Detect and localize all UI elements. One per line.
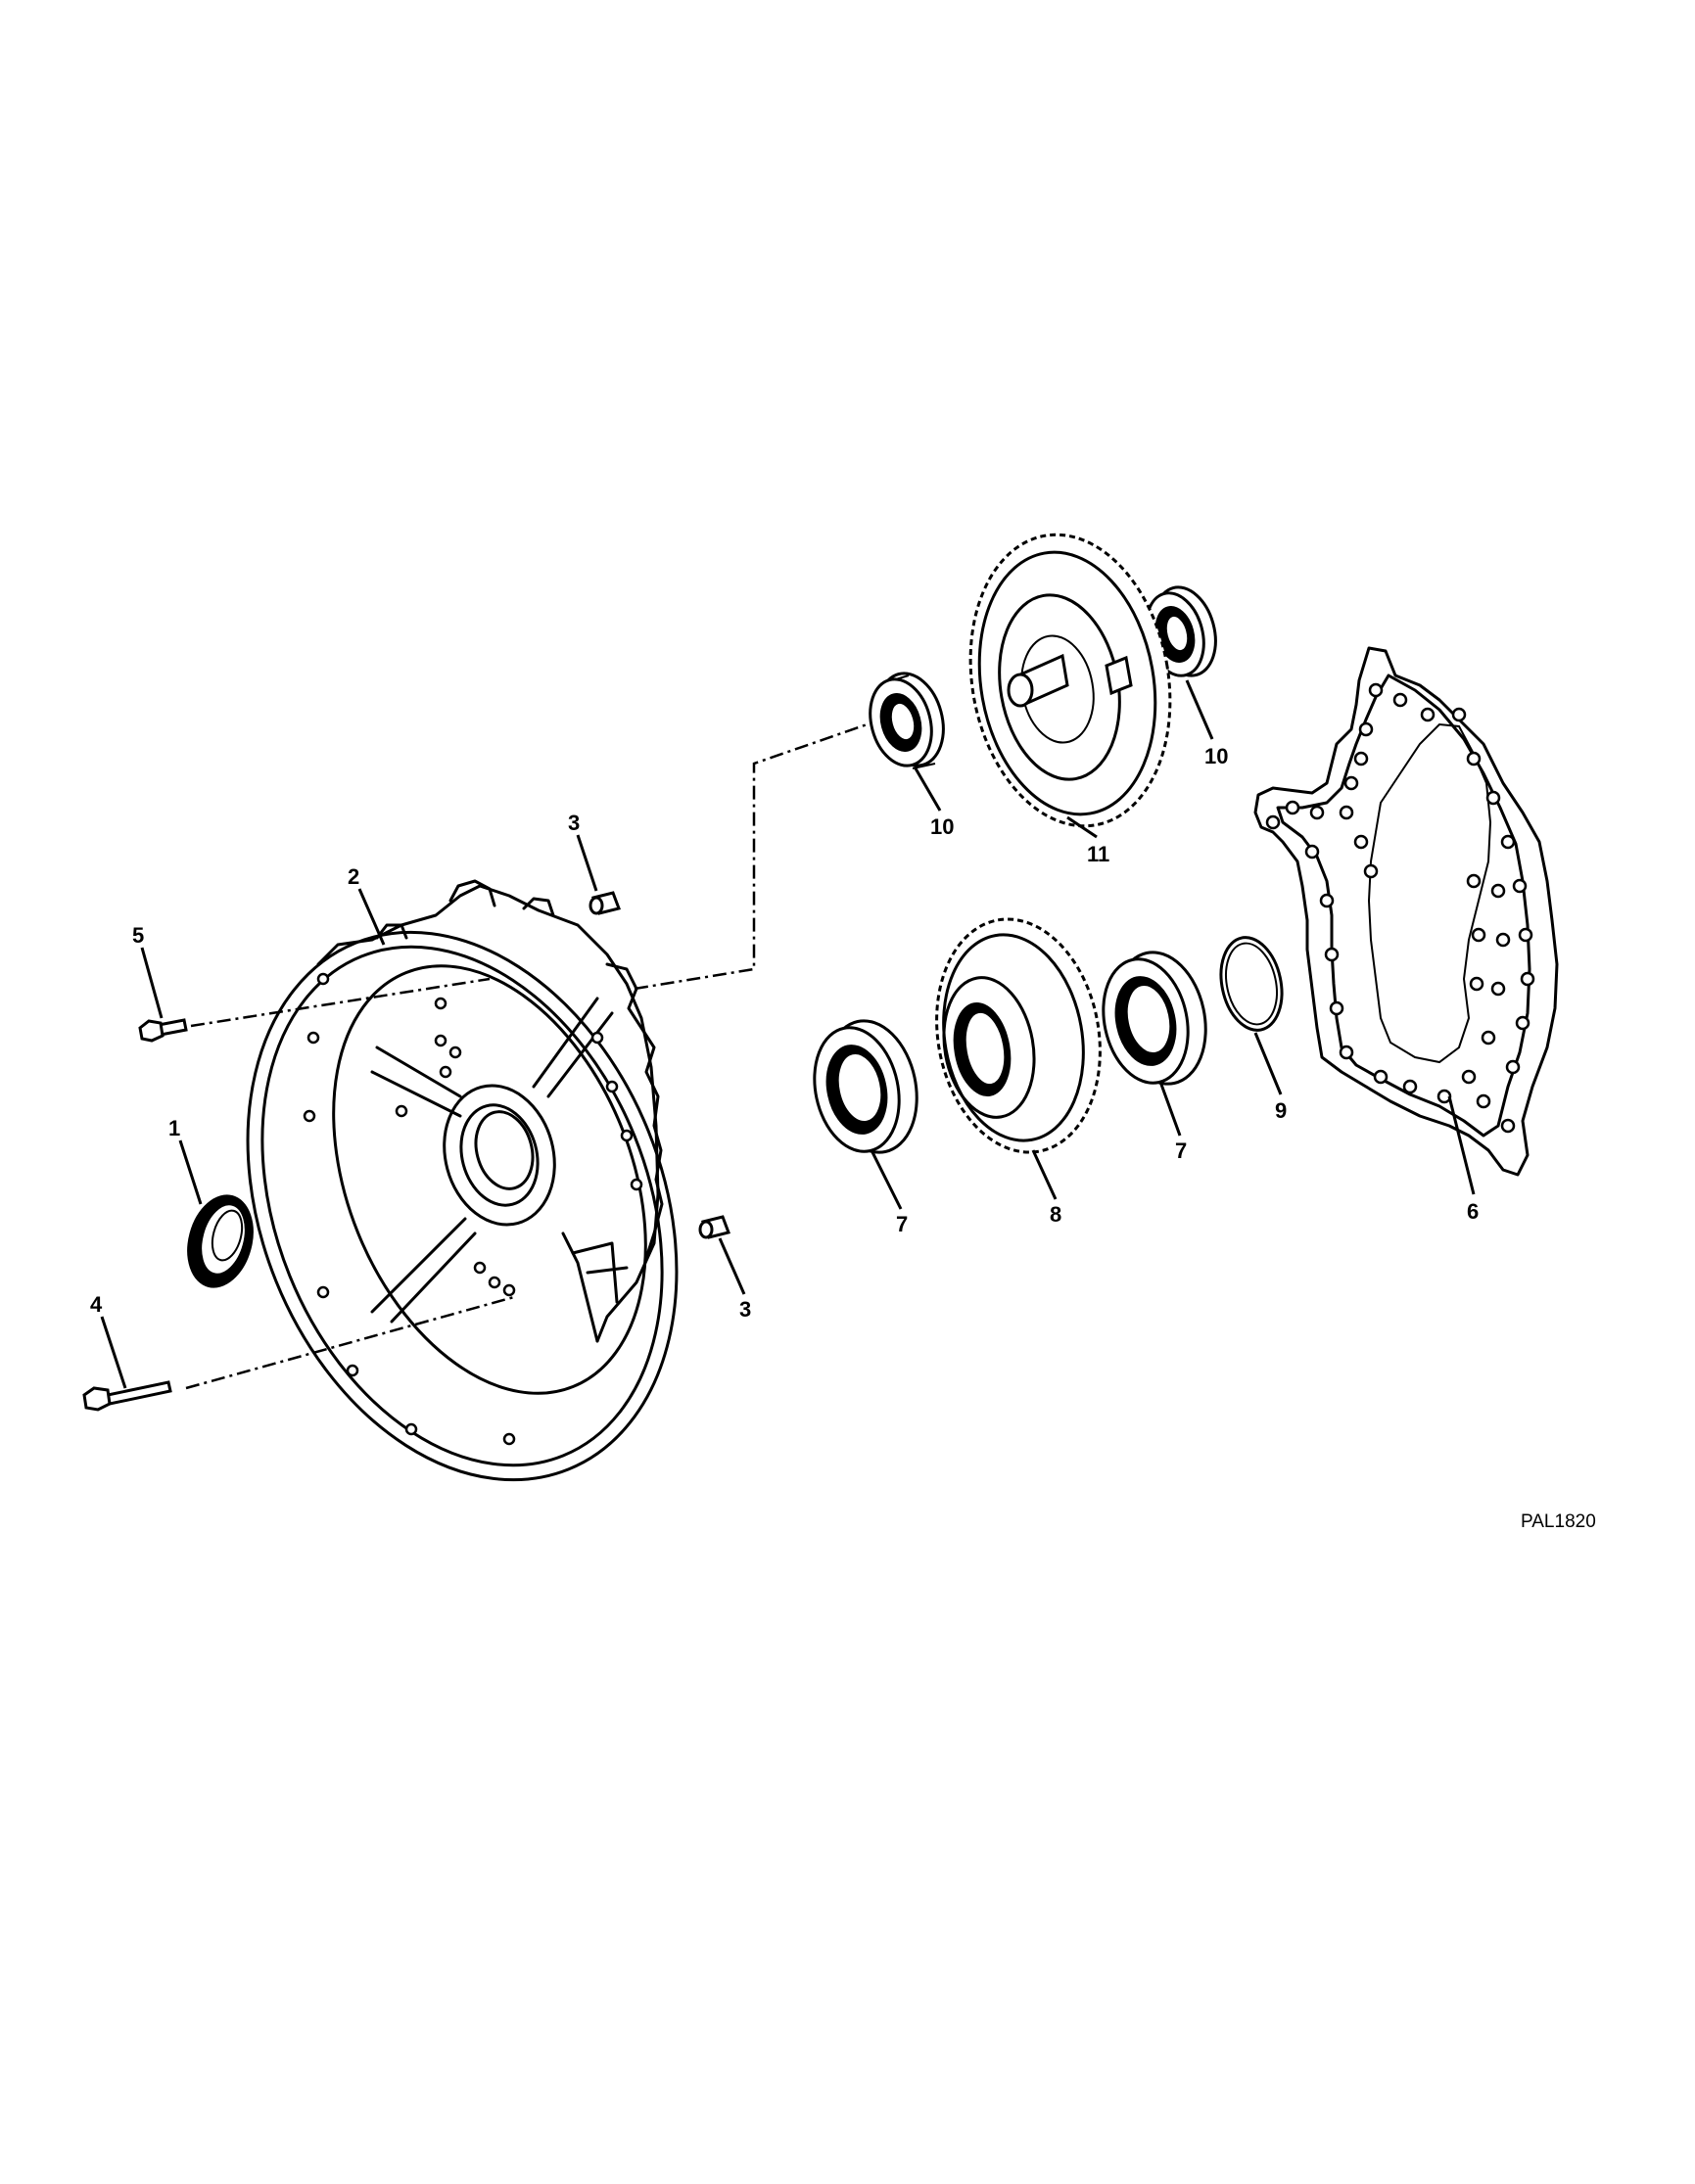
callout-11: 11 — [1087, 842, 1109, 866]
dowel-pin-upper — [589, 891, 621, 915]
callout-6: 6 — [1467, 1199, 1479, 1224]
callout-3-lower: 3 — [739, 1297, 751, 1322]
long-bolt — [82, 1380, 172, 1412]
gasket — [1253, 646, 1559, 1177]
callout-7-right: 7 — [1175, 1138, 1187, 1163]
bearing-lower-right — [1102, 951, 1207, 1086]
callout-7-left: 7 — [896, 1212, 908, 1236]
callout-10-right: 10 — [1204, 744, 1228, 768]
seal-ring — [187, 1194, 254, 1288]
bearing-upper-left — [869, 672, 945, 769]
upper-gear — [968, 533, 1172, 828]
callout-5: 5 — [132, 923, 144, 948]
callout-9: 9 — [1275, 1098, 1287, 1123]
figure-code: PAL1820 — [1521, 1511, 1596, 1532]
short-bolt — [138, 1018, 188, 1043]
housing — [246, 879, 679, 1482]
assembly-lines — [185, 718, 882, 1390]
bearing-lower-left — [813, 1019, 918, 1154]
callout-3-upper: 3 — [568, 811, 580, 835]
bearing-upper-right — [1145, 585, 1217, 677]
dowel-pin-lower — [698, 1215, 730, 1239]
leader-lines — [100, 679, 1476, 1389]
snap-ring — [1219, 936, 1284, 1032]
callout-10-left: 10 — [930, 814, 954, 839]
callout-1: 1 — [168, 1116, 180, 1140]
callout-4: 4 — [90, 1292, 103, 1317]
callout-2: 2 — [348, 864, 359, 889]
callout-8: 8 — [1050, 1202, 1061, 1227]
lower-gear — [935, 917, 1102, 1154]
callouts: 1 2 3 3 4 5 6 7 7 8 9 10 10 11 — [90, 744, 1479, 1322]
